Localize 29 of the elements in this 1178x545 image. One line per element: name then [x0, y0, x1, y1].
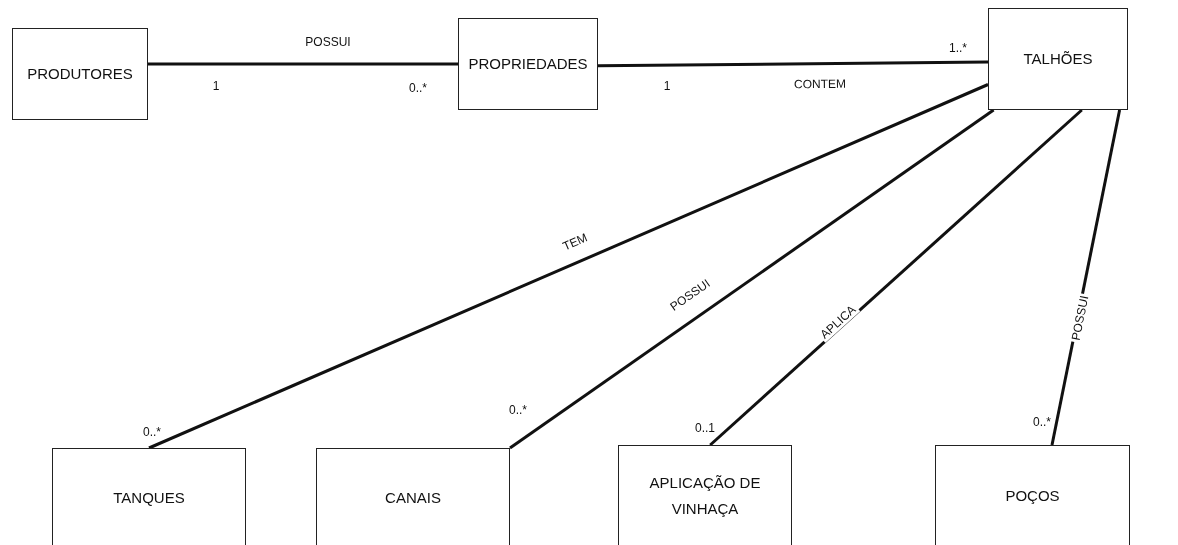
entity-box [12, 28, 148, 120]
multiplicity-label: 0..* [409, 81, 427, 95]
multiplicity-label: 0..* [143, 425, 161, 439]
entity-name: PROPRIEDADES [468, 53, 588, 74]
entity-name: TANQUES [113, 487, 185, 508]
entity-name: TALHÕES [1023, 48, 1093, 69]
entity-box [316, 448, 510, 545]
entity-box [935, 445, 1130, 545]
connector-line [709, 108, 1083, 447]
multiplicity-label: 1 [663, 79, 671, 93]
edge-label: POSSUI [1068, 292, 1092, 344]
connector-line [509, 108, 995, 450]
connector-line [148, 62, 458, 66]
entity-name: POÇOS [1005, 485, 1060, 506]
connector-line [598, 60, 988, 68]
multiplicity-label: 0..* [509, 403, 527, 417]
multiplicity-label: 1..* [949, 41, 967, 55]
edge-label: POSSUI [303, 35, 353, 49]
multiplicity-label: 1 [212, 79, 220, 93]
entity-name: APLICAÇÃO DE VINHAÇA [648, 472, 762, 519]
connector-line [148, 83, 989, 450]
entity-name: CANAIS [385, 487, 441, 508]
entity-box [458, 18, 598, 110]
entity-box [988, 8, 1128, 110]
entity-box [618, 445, 792, 545]
entity-box [52, 448, 246, 545]
multiplicity-label: 0..1 [695, 421, 715, 435]
entity-name: PRODUTORES [27, 63, 133, 84]
multiplicity-label: 0..* [1033, 415, 1051, 429]
